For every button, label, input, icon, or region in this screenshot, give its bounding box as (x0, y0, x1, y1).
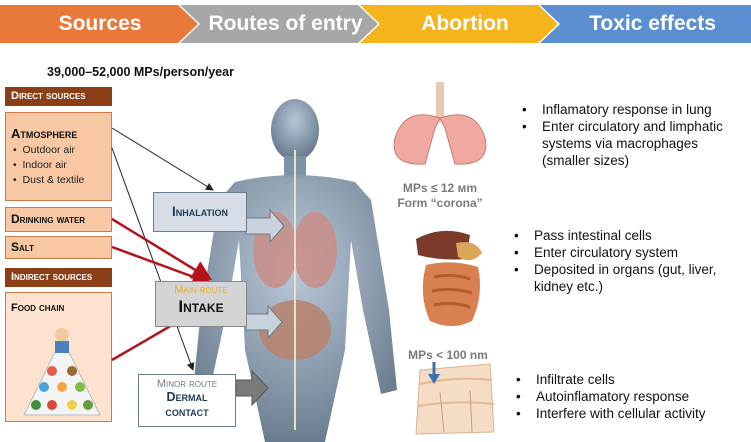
main-route-label: Main route (174, 284, 228, 296)
list-item: • Indoor air (13, 159, 67, 171)
digestive-system-icon (416, 230, 482, 326)
chevron-sources (0, 5, 198, 43)
gut-effects-list: Pass intestinal cells Enter circulatory … (510, 227, 746, 295)
food-chain-box: Food chain (5, 292, 112, 422)
inhalation-box: Inhalation (153, 192, 247, 232)
chevron-routes (180, 5, 378, 43)
list-item: Interfere with cellular activity (512, 405, 748, 422)
stage-toxic-label: Toxic effects (589, 12, 716, 35)
list-item: • Dust & textile (13, 174, 85, 186)
intake-label: Intake (178, 297, 224, 316)
skin-layers-icon (415, 362, 495, 435)
dermal-label-1: Dermal (166, 390, 208, 404)
indirect-sources-heading: Indirect sources (5, 268, 112, 287)
lungs-icon (393, 82, 487, 165)
arrow-salt-intake (111, 245, 213, 287)
atmosphere-title: Atmosphere (11, 126, 78, 141)
list-item: Autoinflamatory response (512, 388, 748, 405)
food-chain-title: Food chain (11, 302, 65, 314)
lung-size-label: MPs ≤ 12 мm (402, 181, 478, 195)
skin-size-label: MPs < 100 nm (408, 348, 488, 362)
chevron-abortion (360, 5, 558, 43)
food-pyramid-icon (23, 328, 101, 416)
arrow-atmosphere-dermal (111, 147, 195, 371)
list-item: • Outdoor air (13, 144, 76, 156)
minor-route-label: Minor route (156, 378, 218, 390)
atmosphere-box: Atmosphere • Outdoor air • Indoor air • … (5, 112, 112, 201)
intake-box: Main route Intake (155, 281, 247, 327)
list-item: Pass intestinal cells (510, 227, 746, 244)
stage-routes-label: Routes of entry (208, 12, 363, 35)
drinking-water-box: Drinking water (5, 207, 112, 232)
salt-box: Salt (5, 236, 112, 259)
list-item: Deposited in organs (gut, liver, kidney … (510, 261, 746, 295)
arrow-intake-body (245, 304, 283, 340)
stage-sources-label: Sources (58, 12, 142, 35)
list-item: Infiltrate cells (512, 371, 748, 388)
stage-abortion-label: Abortion (421, 12, 509, 35)
list-item: Enter circulatory system (510, 244, 746, 261)
skin-effects-list: Infiltrate cells Autoinflamatory respons… (512, 371, 748, 422)
direct-sources-heading: Direct sources (5, 87, 112, 106)
lung-corona-label: Form “corona” (397, 196, 483, 210)
arrow-inhalation-body (245, 208, 285, 244)
chevron-toxic (540, 5, 751, 43)
dermal-box: Minor route Dermal contact (138, 374, 236, 427)
list-item: Enter circulatory and limphatic systems … (518, 118, 748, 169)
list-item: Inflamatory response in lung (518, 101, 748, 118)
atmosphere-list: • Outdoor air • Indoor air • Dust & text… (13, 143, 111, 188)
dermal-label-2: contact (165, 405, 209, 419)
human-body-illustration (193, 99, 397, 442)
arrow-atmosphere-inhalation (111, 127, 214, 191)
intake-rate: 39,000–52,000 MPs/person/year (47, 65, 234, 79)
arrow-dermal-body (235, 369, 269, 407)
process-header (0, 5, 751, 43)
lung-effects-list: Inflamatory response in lung Enter circu… (518, 101, 748, 169)
